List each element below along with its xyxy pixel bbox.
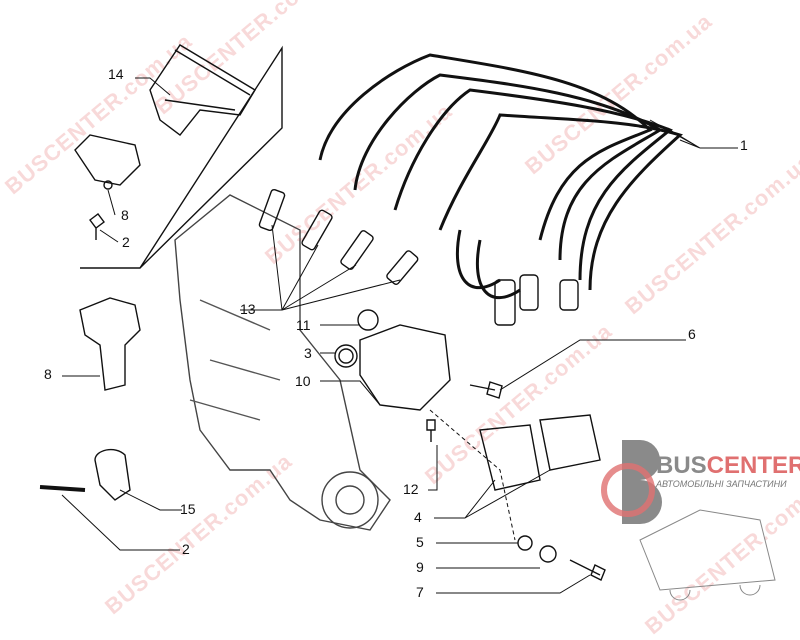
- label-10: 10: [295, 373, 311, 389]
- label-2-inset: 2: [122, 234, 130, 250]
- bolt-part-12: [426, 419, 436, 442]
- label-2: 2: [182, 541, 190, 557]
- label-6: 6: [688, 326, 696, 342]
- label-12: 12: [403, 481, 419, 497]
- parts-diagram: [39, 44, 776, 601]
- label-9: 9: [416, 559, 424, 575]
- label-7: 7: [416, 584, 424, 600]
- bolt-part-7: [569, 559, 606, 581]
- coil-part-4: [479, 424, 541, 491]
- bolt-part-6: [469, 381, 503, 399]
- label-4: 4: [414, 509, 422, 525]
- label-1: 1: [740, 137, 748, 153]
- logo-subtitle: АВТОМОБІЛЬНІ ЗАПЧАСТИНИ: [656, 479, 787, 489]
- buscenter-logo-mark: [601, 440, 662, 524]
- label-13: 13: [240, 301, 256, 317]
- label-5: 5: [416, 534, 424, 550]
- bracket-part-14: [149, 44, 256, 136]
- van-sketch: [639, 509, 776, 601]
- o-ring-part-3: [334, 344, 358, 368]
- washer-part-5: [517, 535, 533, 551]
- bolt-part-2: [89, 213, 105, 240]
- spark-plugs-part-13: [258, 188, 419, 285]
- label-8: 8: [44, 366, 52, 382]
- logo-brand: BUSCENTER: [656, 452, 800, 479]
- label-8-inset: 8: [121, 207, 129, 223]
- bolt-part-2b: [39, 485, 86, 492]
- engine-block: [174, 194, 391, 531]
- label-14: 14: [108, 66, 124, 82]
- ignition-wires-part-1: [318, 53, 683, 300]
- coil-part-4b: [539, 414, 601, 471]
- label-3: 3: [304, 345, 312, 361]
- clip-part-8: [74, 134, 141, 186]
- inset-divider: [80, 45, 283, 269]
- knock-sensor-part-15: [94, 448, 131, 501]
- washer-part-9: [539, 545, 557, 563]
- label-15: 15: [180, 501, 196, 517]
- sensor-part-8: [79, 297, 141, 391]
- coil-bracket-part-10: [359, 324, 451, 411]
- label-11: 11: [296, 317, 311, 333]
- nut-part-11: [357, 309, 379, 331]
